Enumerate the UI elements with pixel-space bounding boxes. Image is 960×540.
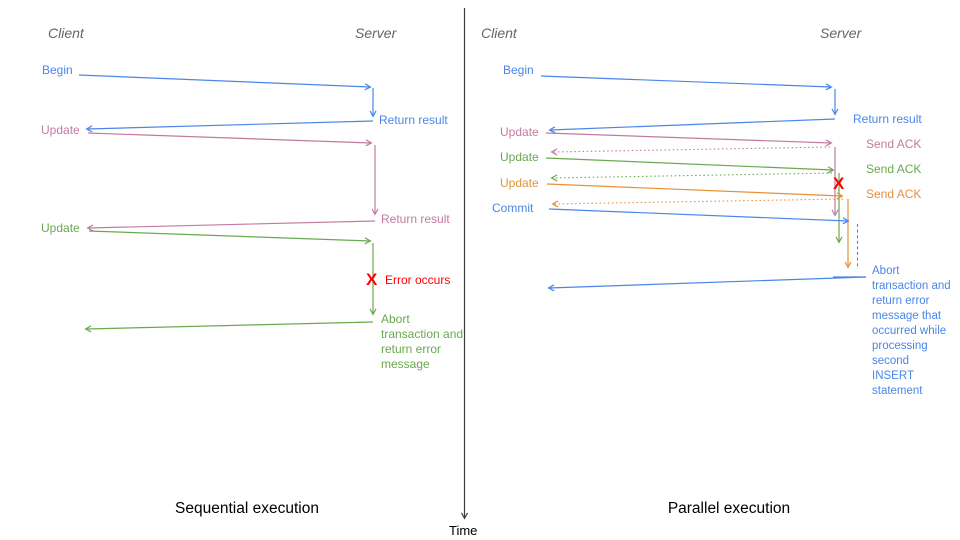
par-send-ack2-label: Send ACK [866, 162, 922, 176]
par-begin-label: Begin [503, 63, 534, 77]
seq-title: Sequential execution [175, 500, 319, 517]
par-client-header: Client [481, 25, 517, 41]
par-send-ack1-label: Send ACK [866, 137, 922, 151]
par-update1-label: Update [500, 125, 539, 139]
seq-abort-label: Abort transaction and return error messa… [381, 312, 464, 371]
par-title: Parallel execution [667, 500, 791, 517]
seq-return-result-arrow-1 [87, 120, 374, 129]
par-update2-request-arrow [545, 157, 833, 170]
seq-error-occurs-label: Error occurs [385, 273, 451, 287]
par-return-result-label: Return result [853, 112, 922, 126]
par-abort-label: Abort transaction and return error messa… [872, 265, 951, 397]
par-send-ack1-arrow [552, 146, 831, 152]
par-update3-request-arrow [546, 183, 842, 196]
par-send-ack2-arrow [552, 172, 833, 178]
par-abort-return-arrow [549, 276, 867, 288]
par-server-header: Server [820, 25, 862, 41]
par-return-result-arrow [550, 118, 836, 130]
par-commit-request-arrow [548, 208, 848, 221]
seq-return-result-label-1: Return result [379, 113, 448, 127]
seq-return-result-arrow-2 [88, 220, 376, 228]
par-begin-request-arrow [540, 75, 831, 87]
time-axis-label: Time [449, 523, 478, 538]
seq-update2-request-arrow [88, 230, 370, 241]
par-send-ack3-label: Send ACK [866, 187, 922, 201]
seq-update1-label: Update [41, 123, 80, 137]
seq-error-x-icon: X [366, 270, 378, 289]
par-update1-request-arrow [545, 132, 831, 143]
seq-update2-label: Update [41, 221, 80, 235]
seq-return-result-label-2: Return result [381, 212, 450, 226]
par-commit-label: Commit [492, 201, 534, 215]
seq-update1-request-arrow [87, 132, 371, 143]
seq-begin-request-arrow [78, 74, 370, 87]
seq-begin-label: Begin [42, 63, 73, 77]
par-send-ack3-arrow [553, 198, 844, 204]
par-update3-label: Update [500, 176, 539, 190]
seq-client-header: Client [48, 25, 84, 41]
seq-abort-return-arrow [86, 321, 374, 329]
seq-server-header: Server [355, 25, 397, 41]
par-error-x-icon: X [833, 174, 845, 193]
par-update2-label: Update [500, 150, 539, 164]
